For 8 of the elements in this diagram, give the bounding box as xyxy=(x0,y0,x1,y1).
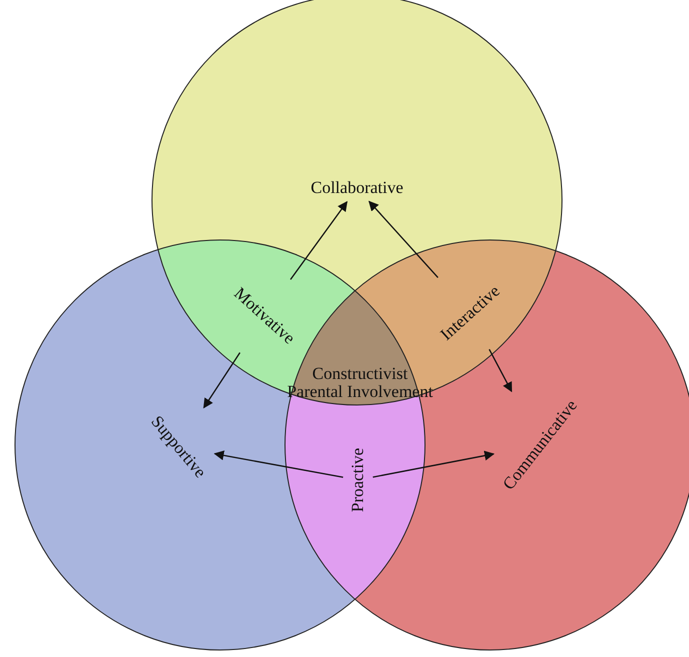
region-label: Collaborative xyxy=(310,179,404,197)
arrow xyxy=(372,450,495,478)
arrow xyxy=(488,349,512,392)
arrow xyxy=(214,450,344,478)
region-label: Proactive xyxy=(349,448,367,512)
arrow xyxy=(203,352,240,408)
arrow xyxy=(290,201,348,280)
arrow xyxy=(368,200,438,278)
